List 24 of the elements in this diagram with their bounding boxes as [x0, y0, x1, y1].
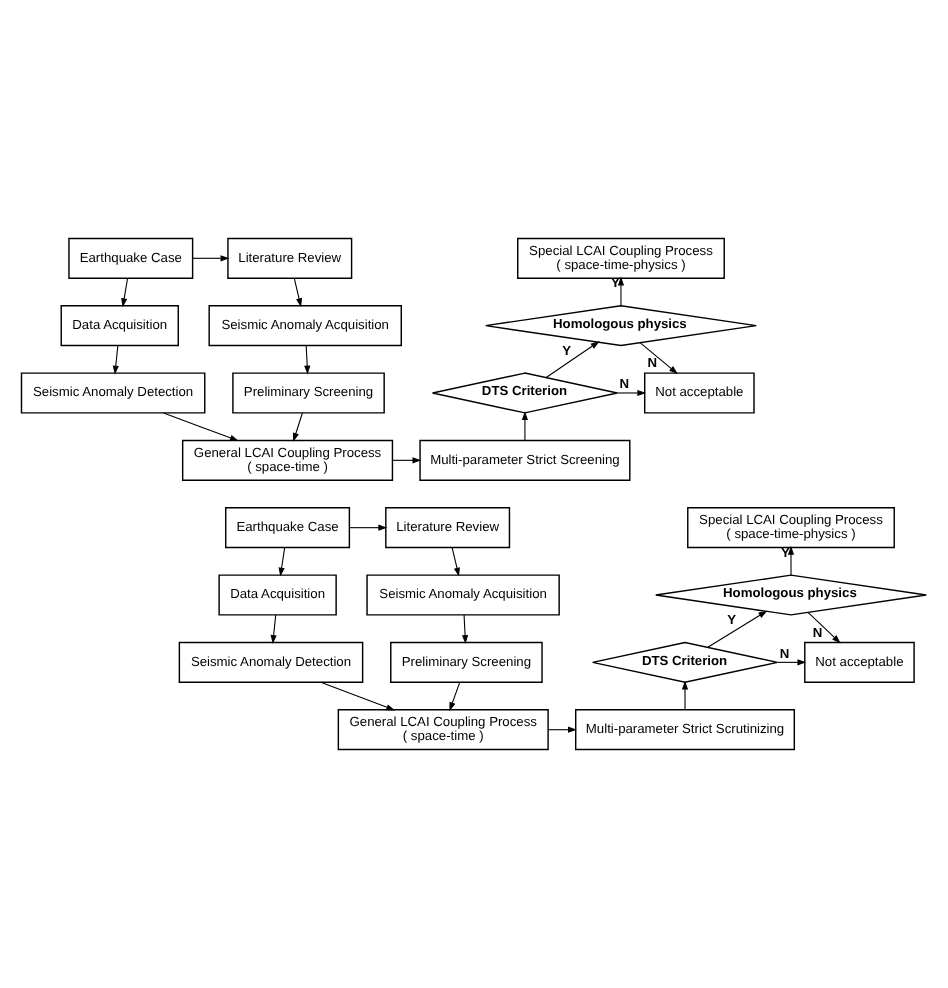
- arrow: [707, 610, 768, 648]
- arrow: [521, 411, 528, 441]
- arrow: [121, 277, 129, 308]
- arrow: [548, 726, 577, 733]
- arrow: [639, 342, 678, 374]
- arrow: [616, 389, 647, 397]
- arrow: [112, 345, 119, 375]
- arrow: [807, 612, 841, 644]
- arrow: [787, 545, 795, 576]
- arrow: [292, 412, 303, 442]
- arrow: [776, 659, 807, 666]
- arrow: [617, 276, 625, 307]
- arrow: [348, 524, 388, 531]
- arrow: [304, 345, 311, 375]
- arrow: [462, 614, 469, 644]
- arrow: [392, 457, 422, 464]
- arrow: [451, 547, 460, 577]
- arrow: [278, 547, 286, 577]
- arrow: [270, 614, 277, 644]
- arrow: [449, 681, 461, 712]
- arrow: [293, 277, 303, 308]
- arrow: [545, 341, 600, 378]
- arrow: [681, 680, 689, 711]
- arrow: [192, 255, 230, 262]
